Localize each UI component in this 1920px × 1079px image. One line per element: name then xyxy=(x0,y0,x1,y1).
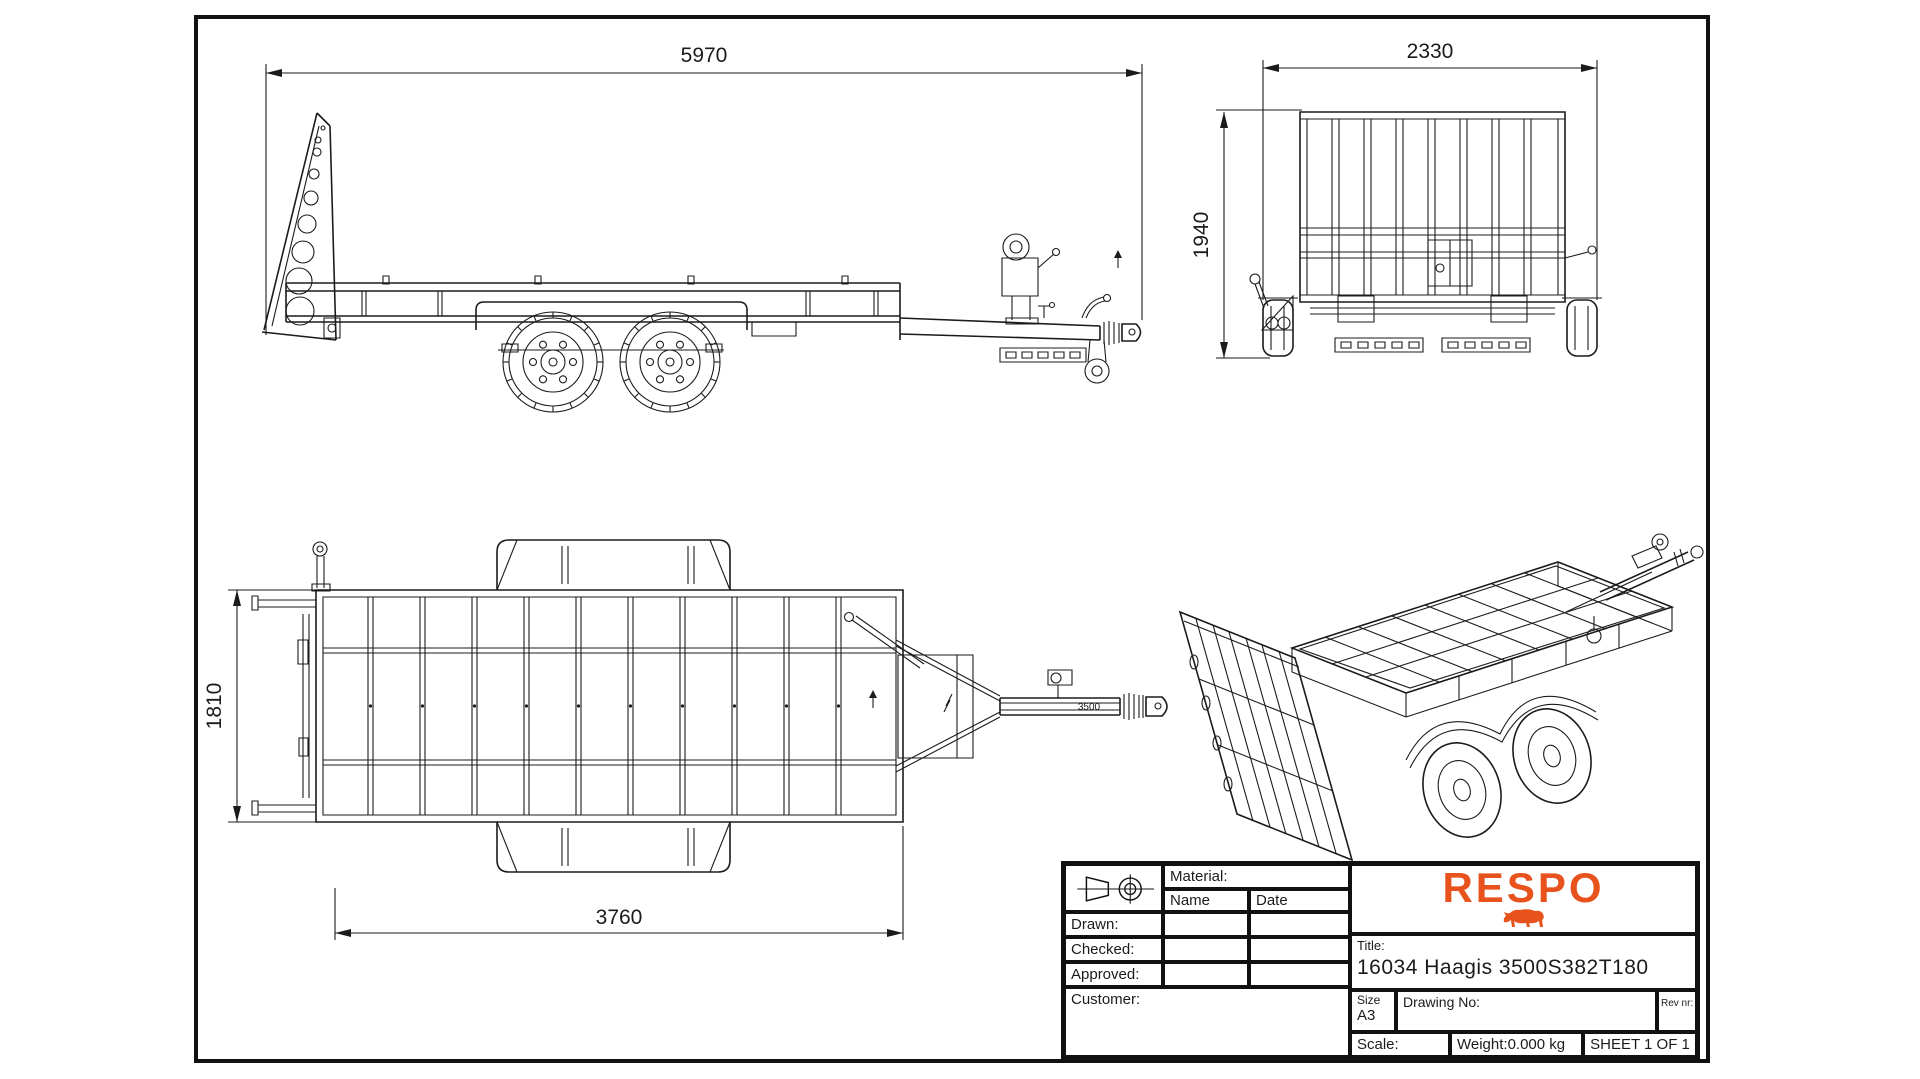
iso-deck xyxy=(1292,562,1672,717)
side-bed xyxy=(286,276,900,340)
name-text: Name xyxy=(1170,892,1211,909)
approved-name-cell xyxy=(1163,962,1249,987)
projection-symbol-cell xyxy=(1064,864,1163,912)
date-header: Date xyxy=(1249,889,1350,912)
drawn-date-cell xyxy=(1249,912,1350,937)
side-length-dimension: 5970 xyxy=(266,44,1142,335)
iso-ramp xyxy=(1180,612,1352,860)
brand-logo: RESPO xyxy=(1350,864,1697,934)
side-drawbar xyxy=(900,234,1141,383)
title-cell: Title: 16034 Haagis 3500S382T180 xyxy=(1350,934,1697,990)
material-label: Material: xyxy=(1163,864,1350,889)
drawing-no-label: Drawing No: xyxy=(1403,994,1481,1010)
drawing-frame xyxy=(196,17,1708,1061)
rear-ramp-lattice xyxy=(1300,112,1565,302)
dim-rear-height: 1940 xyxy=(1190,212,1213,259)
checked-text: Checked: xyxy=(1071,941,1135,958)
isometric-view xyxy=(1180,534,1703,860)
rear-wheels xyxy=(1258,298,1602,356)
rear-height-dimension: 1940 xyxy=(1190,110,1302,358)
drawbar-rating-label: 3500 xyxy=(1078,702,1101,713)
checked-date-cell xyxy=(1249,937,1350,962)
rev-label: Rev nr: xyxy=(1661,998,1694,1009)
drawn-name-cell xyxy=(1163,912,1249,937)
size-label: Size xyxy=(1357,993,1381,1007)
customer-cell: Customer: xyxy=(1064,987,1350,1057)
side-wheel-1 xyxy=(503,312,603,412)
drawn-text: Drawn: xyxy=(1071,916,1119,933)
plan-fenders xyxy=(497,540,730,872)
rear-axle xyxy=(1310,296,1555,352)
dim-plan-length: 3760 xyxy=(596,906,643,929)
title-block: Material: Name Date Drawn: Checked: Appr… xyxy=(1061,861,1700,1060)
rear-view: 2330 1940 xyxy=(1190,40,1602,358)
title-label: Title: xyxy=(1357,938,1385,953)
rev-cell: Rev nr: xyxy=(1657,990,1697,1032)
rear-lever xyxy=(1250,246,1596,330)
checked-name-cell xyxy=(1163,937,1249,962)
size-cell: Size A3 xyxy=(1350,990,1396,1032)
size-value: A3 xyxy=(1357,1006,1376,1024)
brand-logo-text: RESPO xyxy=(1442,864,1605,912)
side-ramp xyxy=(262,113,340,340)
side-wheel-2 xyxy=(620,312,720,412)
iso-wheels xyxy=(1406,696,1603,847)
sheet-cell: SHEET 1 OF 1 xyxy=(1583,1032,1697,1057)
approved-label: Approved: xyxy=(1064,962,1163,987)
title-value: 16034 Haagis 3500S382T180 xyxy=(1357,956,1649,979)
rear-width-dimension: 2330 xyxy=(1263,40,1597,300)
plan-deck xyxy=(316,590,903,822)
plan-width-dimension: 1810 xyxy=(203,590,318,822)
scale-label: Scale: xyxy=(1357,1036,1399,1053)
dim-side-length: 5970 xyxy=(681,44,728,67)
sheet-value: SHEET 1 OF 1 xyxy=(1590,1036,1690,1053)
plan-left-fittings xyxy=(252,542,330,815)
date-text: Date xyxy=(1256,892,1288,909)
bull-icon xyxy=(1503,909,1544,927)
weight-cell: Weight:0.000 kg xyxy=(1450,1032,1583,1057)
plan-length-dimension: 3760 xyxy=(335,826,903,940)
side-view: 5970 xyxy=(262,44,1142,412)
approved-text: Approved: xyxy=(1071,966,1140,983)
dim-plan-width: 1810 xyxy=(203,683,226,730)
customer-text: Customer: xyxy=(1071,991,1141,1008)
dim-rear-width: 2330 xyxy=(1407,40,1454,63)
material-text: Material: xyxy=(1170,868,1228,885)
projection-symbol-icon xyxy=(1077,874,1154,904)
approved-date-cell xyxy=(1249,962,1350,987)
side-wheels xyxy=(476,302,747,412)
drawn-label: Drawn: xyxy=(1064,912,1163,937)
weight-value: Weight:0.000 kg xyxy=(1457,1036,1566,1053)
plan-drawbar: 3500 xyxy=(845,613,1168,773)
plan-view: 1810 3760 xyxy=(203,540,1167,940)
drawing-no-cell: Drawing No: xyxy=(1396,990,1657,1032)
scale-cell: Scale: xyxy=(1350,1032,1450,1057)
checked-label: Checked: xyxy=(1064,937,1163,962)
name-header: Name xyxy=(1163,889,1249,912)
iso-drawbar xyxy=(1566,534,1703,643)
